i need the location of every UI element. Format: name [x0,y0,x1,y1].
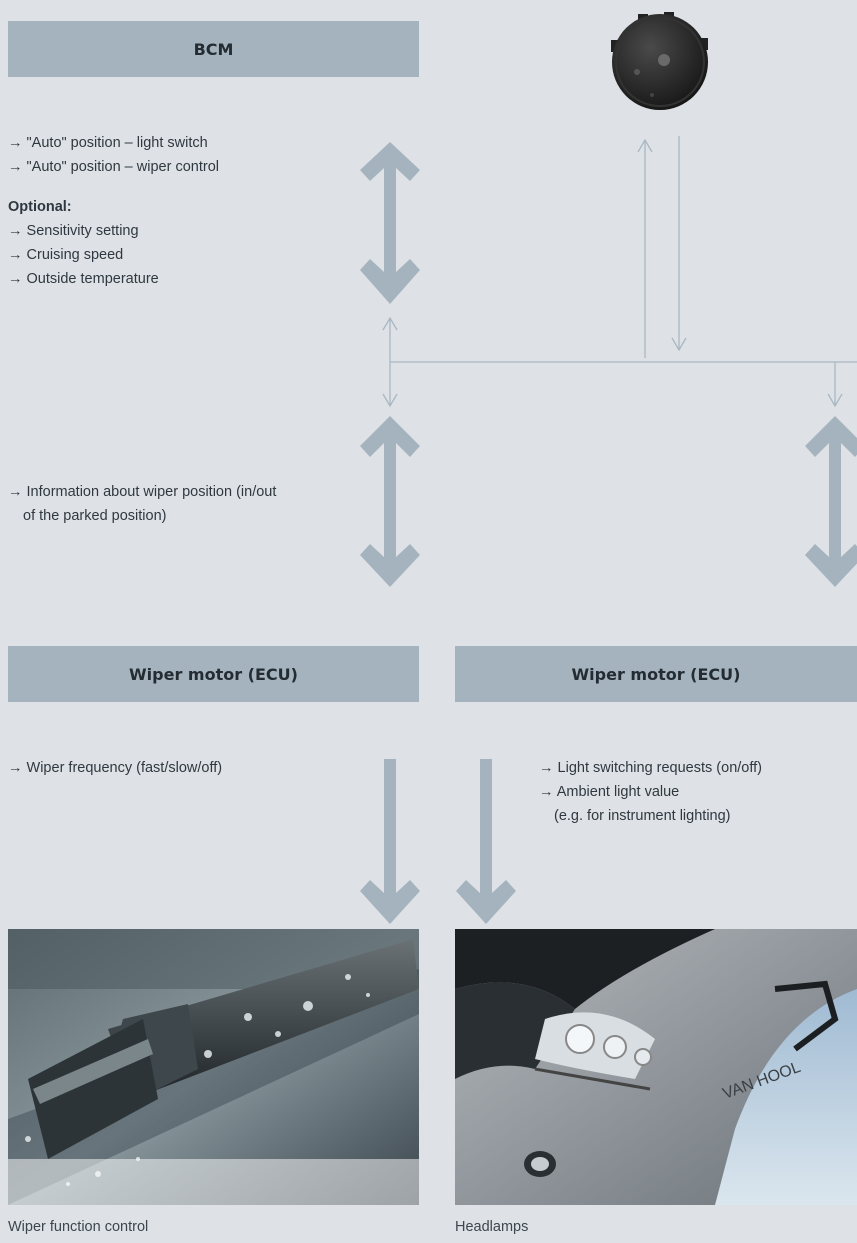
wiper-frequency-info: → Wiper frequency (fast/slow/off) [8,756,222,780]
wiper-motor-ecu-box-left: Wiper motor (ECU) [8,646,419,702]
bcm-info-auto-wiper: → "Auto" position – wiper control [8,159,219,175]
optional-heading: Optional: [8,199,72,215]
headlamps-photo: VAN HOOL [455,929,857,1205]
wiper-motor-ecu-box-right: Wiper motor (ECU) [455,646,857,702]
bcm-branch-line [382,316,398,362]
optional-outside-temperature: → Outside temperature [8,271,159,287]
wiper-branch-line [382,362,398,408]
wiper-caption: Wiper function control [8,1219,149,1235]
sensor-up-line [637,138,653,358]
light-info: → Light switching requests (on/off) → Am… [539,756,762,828]
wiper-photo [8,929,419,1205]
wiper-frequency-down-arrow [360,759,420,924]
light-double-arrow [805,416,857,587]
headlamps-caption: Headlamps [455,1219,529,1235]
ambient-light-value: → Ambient light value [539,784,680,800]
light-switching-requests: → Light switching requests (on/off) [539,760,762,776]
instrument-lighting-note: (e.g. for instrument lighting) [554,808,731,824]
bcm-info-auto-light: → "Auto" position – light switch [8,135,208,151]
bcm-info: → "Auto" position – light switch → "Auto… [8,131,219,291]
wiper-position-line-2: of the parked position) [23,508,167,524]
optional-sensitivity: → Sensitivity setting [8,223,139,239]
sensor-down-line [671,136,687,352]
bcm-box: BCM [8,21,419,77]
wiper-frequency-line: → Wiper frequency (fast/slow/off) [8,760,223,776]
light-down-arrow [456,759,516,924]
bcm-double-arrow [360,142,420,304]
wiper-position-line-1: → Information about wiper position (in/o… [8,484,277,500]
wiper-position-info: → Information about wiper position (in/o… [8,480,276,528]
light-branch-line [827,362,843,408]
wiper-position-double-arrow [360,416,420,587]
optional-cruising-speed: → Cruising speed [8,247,124,263]
